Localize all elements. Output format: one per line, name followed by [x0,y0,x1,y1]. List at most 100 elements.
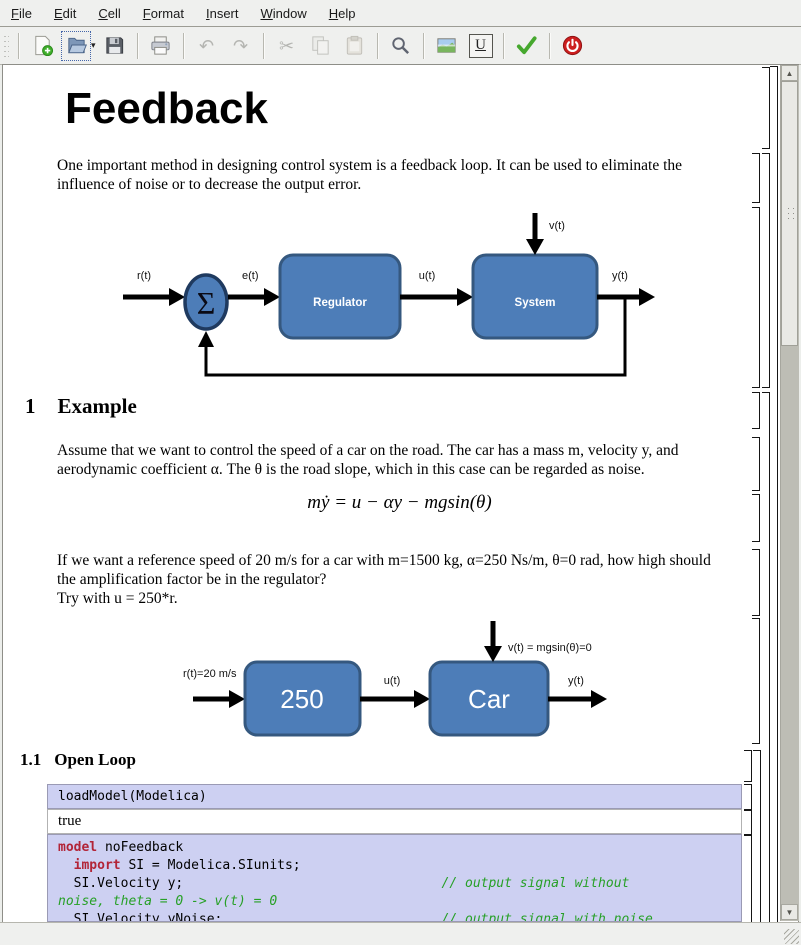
scroll-up-button[interactable]: ▲ [781,65,798,81]
arrowhead [198,331,214,347]
u-label: u(t) [384,675,401,687]
v-label: v(t) [549,220,565,232]
section-title: Example [57,394,137,418]
image-icon [437,38,456,53]
menu-format[interactable]: Format [142,5,184,21]
cell-bracket-formula[interactable] [752,494,760,542]
cell-bracket-section11-group[interactable] [753,750,761,923]
text-line: Try with u = 250*r. [57,590,178,607]
print-icon [151,36,170,55]
example-paragraph[interactable]: Assume that we want to control the speed… [57,441,679,479]
intro-paragraph[interactable]: One important method in designing contro… [57,156,682,194]
input-cell-loadmodel[interactable]: loadModel(Modelica) [47,784,742,809]
scrollbar-grip-dots [786,206,795,220]
menu-file[interactable]: File [11,5,32,21]
evaluate-button[interactable] [512,31,542,61]
text-line: the amplification factor be in the regul… [57,571,327,588]
toolbar-separator [182,32,185,59]
toolbar: ▾ ↶ ↷ ✂ [0,27,801,65]
save-icon [106,37,124,54]
section-number: 1.1 [20,750,42,769]
cell-bracket-input[interactable] [744,834,752,923]
vertical-scrollbar[interactable]: ▲ ▼ [780,65,799,921]
question-paragraph[interactable]: If we want a reference speed of 20 m/s f… [57,551,711,608]
paste-button[interactable] [340,31,370,61]
scroll-down-button[interactable]: ▼ [781,904,798,920]
cell-bracket-document[interactable] [770,66,778,923]
undo-icon: ↶ [198,35,215,56]
cell-bracket-section1-group[interactable] [762,392,770,923]
status-bar [0,922,801,945]
open-dropdown-arrow[interactable]: ▾ [91,40,96,50]
quit-button[interactable] [558,31,588,61]
feedback-block-diagram[interactable]: r(t) Σ e(t) Regulator u(t) System v(t) y… [57,205,717,385]
window-resize-grip[interactable] [784,929,799,944]
cell-bracket-diagram[interactable] [752,618,760,744]
cell-bracket-output[interactable] [744,809,752,836]
search-icon [392,37,410,55]
copy-button[interactable] [306,31,336,61]
redo-icon: ↷ [232,35,249,56]
search-button[interactable] [386,31,416,61]
menu-help[interactable]: Help [328,5,356,21]
scrollbar-thumb[interactable] [781,81,798,346]
noise-label: v(t) = mgsin(θ)=0 [508,642,592,654]
undo-button[interactable]: ↶ [192,31,222,61]
u-label: u(t) [419,270,436,282]
cell-bracket-heading[interactable] [752,392,760,429]
cell-bracket-input[interactable] [744,784,752,811]
toolbar-drag-handle[interactable] [3,33,9,58]
cell-bracket-heading[interactable] [744,750,752,782]
print-button[interactable] [146,31,176,61]
cell-bracket-paragraph[interactable] [752,153,760,203]
toolbar-separator [376,32,379,59]
paste-icon [346,35,363,55]
insert-image-button[interactable] [432,31,462,61]
feedback-loop-line [204,297,627,377]
toolbar-separator [136,32,139,59]
document-title[interactable]: Feedback [65,84,268,133]
cell-bracket-paragraph[interactable] [752,437,760,491]
toolbar-separator [502,32,505,59]
cut-icon: ✂ [278,35,295,56]
menu-window[interactable]: Window [260,5,307,21]
section-1-1-heading[interactable]: 1.1 Open Loop [20,750,136,770]
menu-edit[interactable]: Edit [53,5,77,21]
menu-bar: File Edit Cell Format Insert Window Help [0,0,801,27]
menu-insert[interactable]: Insert [205,5,239,21]
toolbar-separator [262,32,265,59]
section-title: Open Loop [54,750,136,769]
gain-label: 250 [280,684,323,714]
arrowhead [414,690,430,708]
cell-bracket-paragraph[interactable] [752,549,760,616]
car-label: Car [468,684,510,714]
new-document-icon [34,35,53,57]
cell-bracket-diagram[interactable] [752,207,760,388]
underline-button[interactable]: U [466,31,496,61]
input-cell-text: loadModel(Modelica) [58,789,207,804]
cell-bracket-intro-group[interactable] [762,153,770,388]
cut-button[interactable]: ✂ [272,31,302,61]
open-button[interactable] [61,30,91,61]
save-button[interactable] [100,31,130,61]
output-cell-true[interactable]: true [47,809,742,834]
power-icon [562,35,583,56]
arrowhead [591,690,607,708]
system-label: System [515,297,556,309]
text-line: One important method in designing contro… [57,157,683,174]
menu-cell[interactable]: Cell [98,5,121,21]
arrowhead [457,288,473,306]
redo-button[interactable]: ↷ [226,31,256,61]
equation[interactable]: mẏ = u − αy − mgsin(θ) [307,492,492,513]
open-loop-block-diagram[interactable]: r(t)=20 m/s 250 u(t) Car v(t) = mgsin(θ)… [130,615,650,745]
input-cell-model[interactable]: model noFeedback import SI = Modelica.SI… [47,834,742,922]
toolbar-separator [548,32,551,59]
new-document-button[interactable] [27,31,57,61]
r-label: r(t) [137,270,151,282]
cell-bracket-title[interactable] [762,67,770,149]
open-folder-icon [67,37,87,54]
sum-node [183,273,229,331]
sigma-symbol: Σ [197,285,216,321]
text-line: If we want a reference speed of 20 m/s f… [57,552,711,569]
